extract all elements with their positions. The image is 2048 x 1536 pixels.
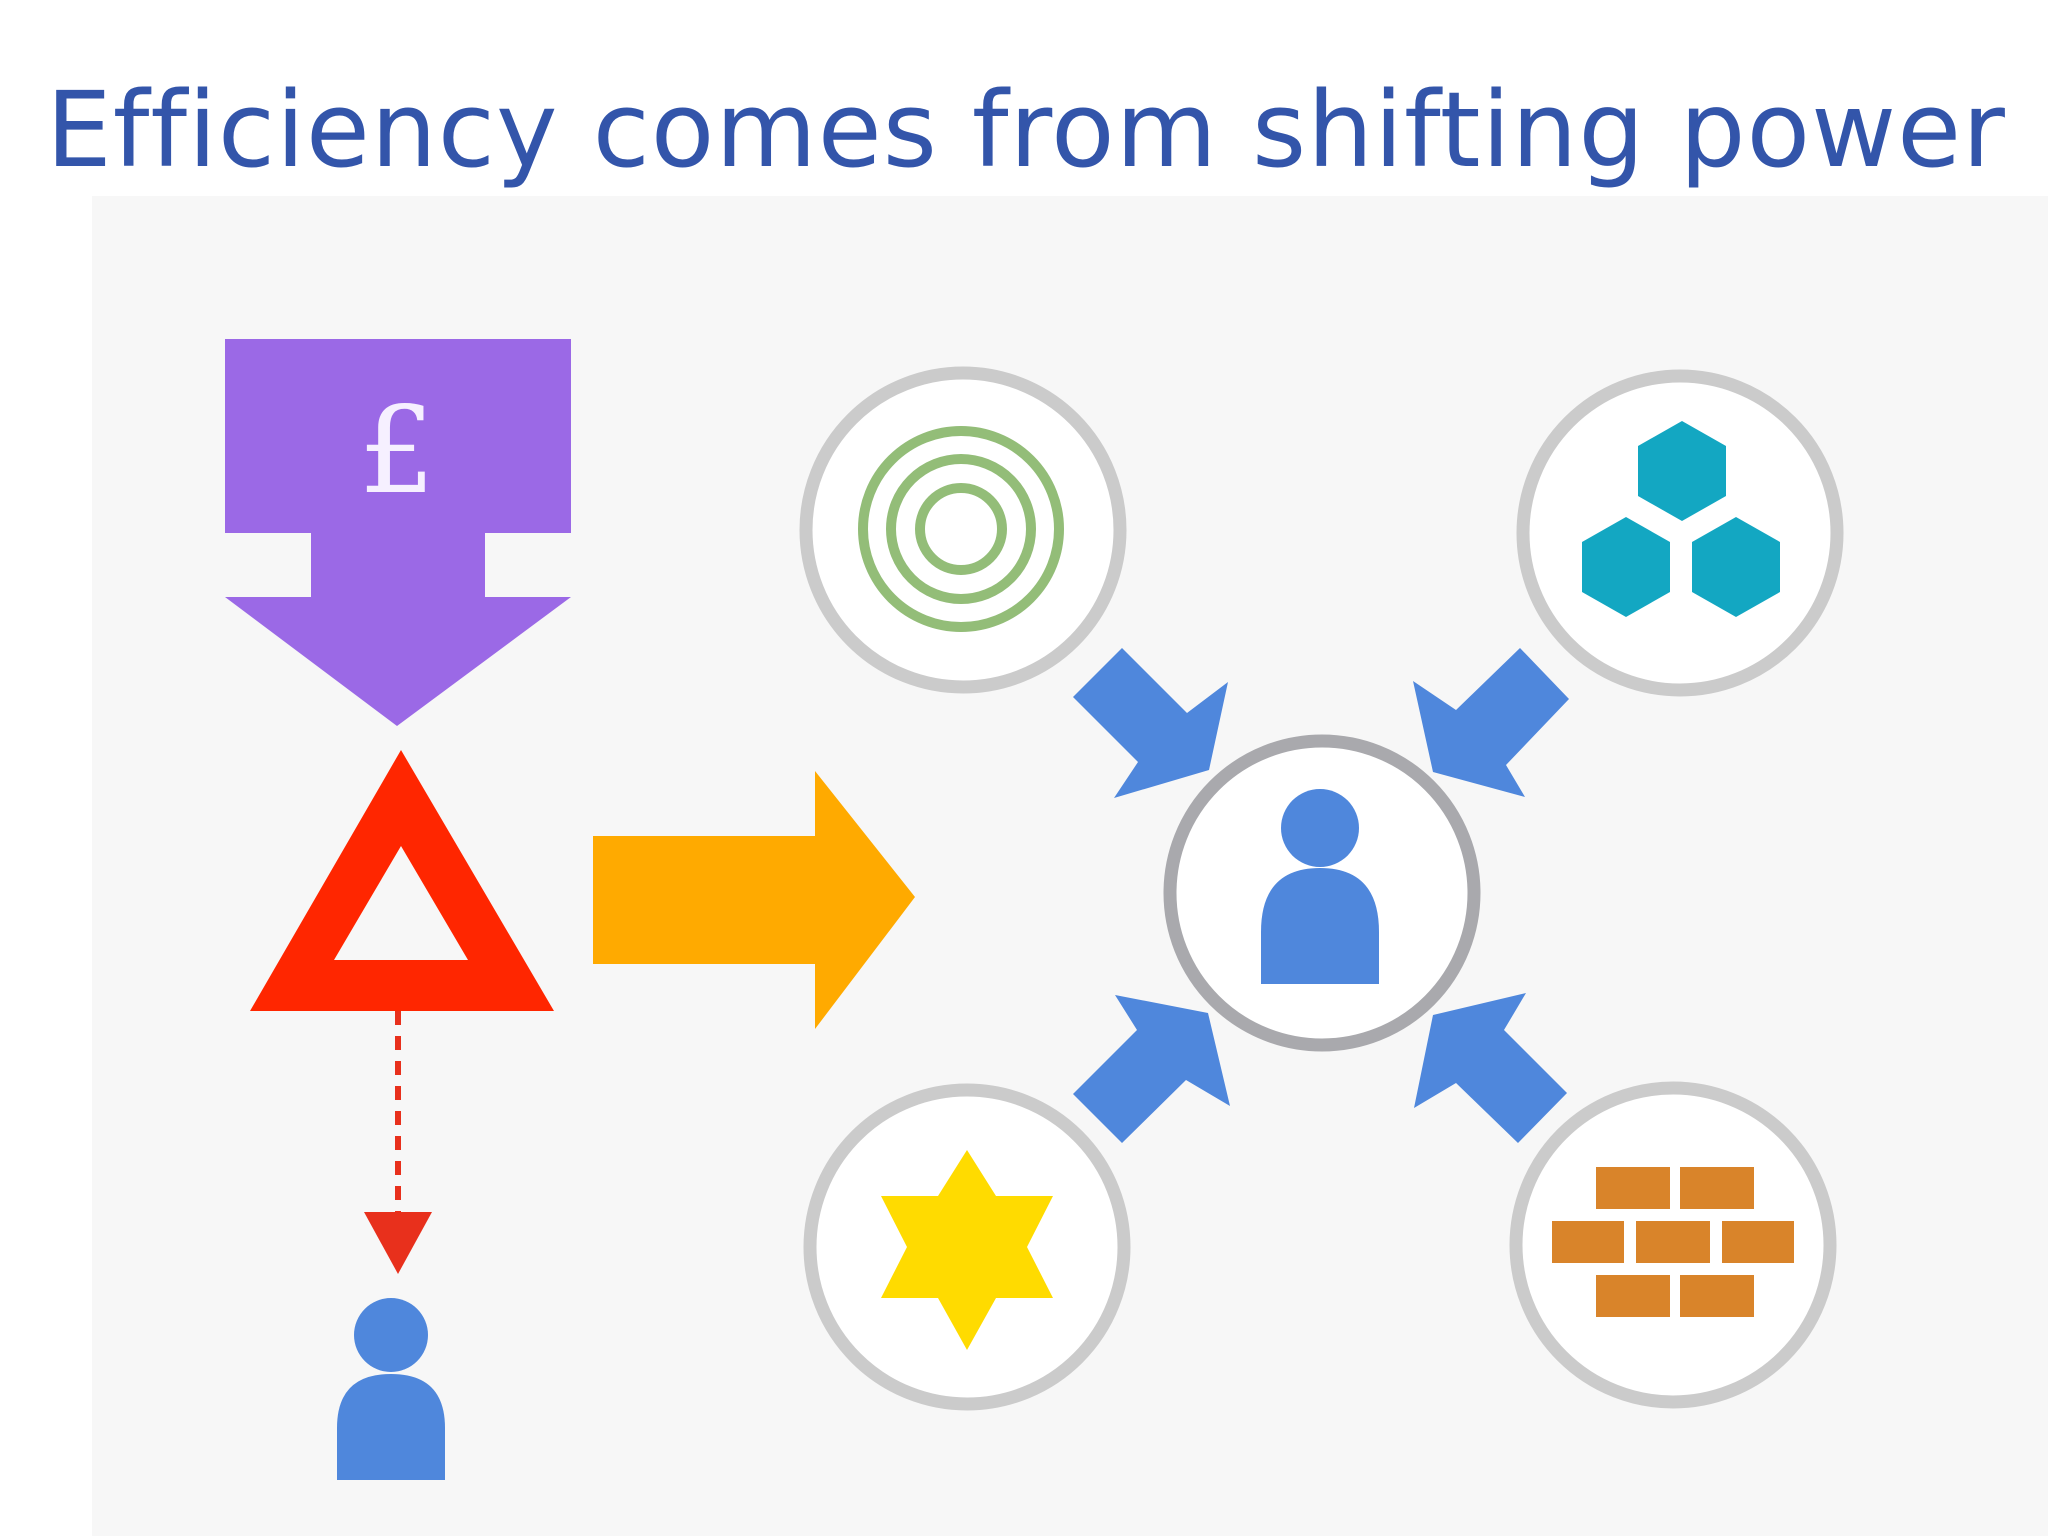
dashed-arrow-head	[364, 1212, 432, 1274]
target-icon	[858, 426, 1064, 632]
brick	[1636, 1221, 1710, 1263]
converging-arrow-bottom-left	[1073, 995, 1230, 1143]
brick	[1596, 1167, 1670, 1209]
person-head	[1281, 789, 1359, 867]
target-ring-middle	[886, 454, 1036, 604]
node-ring	[799, 366, 1127, 694]
converging-arrow-top-right	[1413, 648, 1569, 797]
slide-title: Efficiency comes from shifting power	[46, 69, 2006, 191]
brick-wall-icon	[1552, 1167, 1794, 1317]
person-icon	[1261, 789, 1379, 984]
converging-arrows	[1073, 648, 1569, 1143]
brick	[1552, 1221, 1624, 1263]
brick	[1680, 1275, 1754, 1317]
person-body	[337, 1374, 445, 1480]
converging-arrow-bottom-right	[1414, 993, 1567, 1143]
hexagon-node	[1516, 369, 1844, 697]
target-ring-inner	[915, 483, 1007, 575]
brick-node	[1509, 1081, 1837, 1409]
brick	[1596, 1275, 1670, 1317]
brick	[1722, 1221, 1794, 1263]
person-head	[354, 1298, 428, 1372]
center-person-node	[1163, 734, 1481, 1052]
star-node	[803, 1083, 1131, 1411]
hexagon-top	[1638, 421, 1726, 521]
shift-arrow-icon	[593, 771, 915, 1029]
target-node	[799, 366, 1127, 694]
pound-down-arrow-icon: £	[225, 339, 571, 726]
person-body	[1261, 868, 1379, 984]
warning-triangle-icon	[250, 750, 554, 1011]
person-icon	[337, 1298, 445, 1480]
node-ring	[1516, 369, 1844, 697]
target-ring-outer	[858, 426, 1064, 632]
brick	[1680, 1167, 1754, 1209]
pound-symbol: £	[359, 382, 435, 521]
funding-arrow-shape	[225, 339, 571, 726]
dashed-down-arrow-icon	[364, 1011, 432, 1274]
converging-arrow-top-left	[1073, 648, 1228, 798]
hexagon-cluster-icon	[1582, 421, 1780, 617]
star-icon	[881, 1150, 1053, 1350]
hexagon-bottom-right	[1692, 517, 1780, 617]
hexagon-bottom-left	[1582, 517, 1670, 617]
